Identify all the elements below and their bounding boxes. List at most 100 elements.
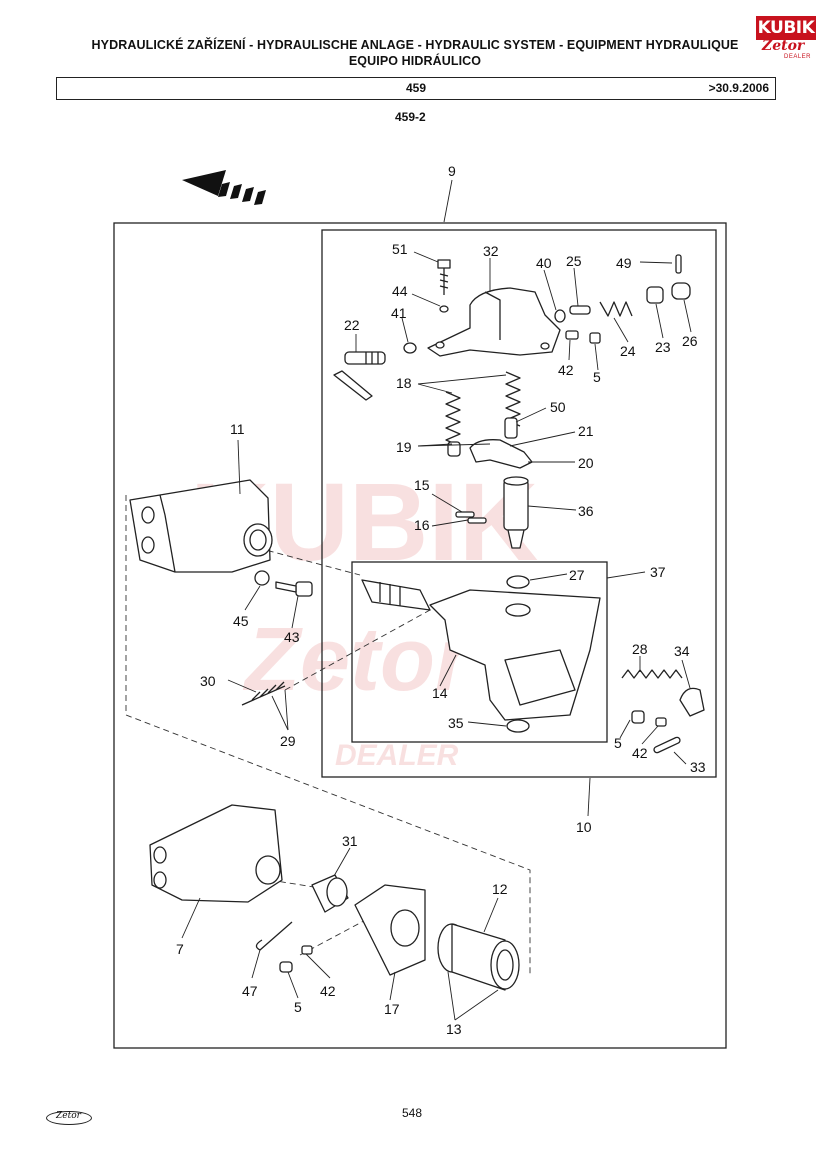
frame-assembly-37 bbox=[351, 561, 608, 743]
callout-35: 35 bbox=[448, 715, 464, 731]
page-title-line2: EQUIPO HIDRÁULICO bbox=[348, 54, 482, 68]
part-47-cotter-pin bbox=[255, 921, 293, 951]
callout-41: 41 bbox=[391, 305, 407, 321]
part-42-nipple bbox=[565, 330, 579, 340]
callout-18: 18 bbox=[396, 375, 412, 391]
callout-36: 36 bbox=[578, 503, 594, 519]
callout-51: 51 bbox=[392, 241, 408, 257]
part-22-lever-shaft bbox=[333, 351, 386, 401]
callout-42c: 42 bbox=[320, 983, 336, 999]
part-26-cap bbox=[671, 282, 691, 300]
part-23-nut bbox=[646, 286, 664, 304]
callout-23: 23 bbox=[655, 339, 671, 355]
callout-21: 21 bbox=[578, 423, 594, 439]
watermark-line3: DEALER bbox=[335, 739, 459, 772]
footer-zetor-logo: Zetor bbox=[46, 1111, 92, 1125]
part-7-bracket bbox=[149, 804, 283, 903]
callout-29: 29 bbox=[280, 733, 296, 749]
part-33-pin bbox=[653, 736, 681, 754]
callout-25: 25 bbox=[566, 253, 582, 269]
callout-47: 47 bbox=[242, 983, 258, 999]
leader-lines bbox=[181, 179, 692, 1021]
subgroup-code: 459-2 bbox=[395, 110, 426, 124]
part-42-nipple-b bbox=[655, 717, 667, 727]
part-5-plug bbox=[589, 332, 601, 344]
part-32-valve-housing bbox=[427, 287, 561, 357]
callout-12: 12 bbox=[492, 881, 508, 897]
callout-33: 33 bbox=[690, 759, 706, 775]
logo-brand: KUBIK bbox=[756, 16, 816, 40]
callout-42b: 42 bbox=[632, 745, 648, 761]
part-45-washer bbox=[254, 570, 270, 586]
callout-14: 14 bbox=[432, 685, 448, 701]
callout-32: 32 bbox=[483, 243, 499, 259]
callout-10: 10 bbox=[576, 819, 592, 835]
part-25-pin bbox=[569, 305, 591, 315]
callout-11: 11 bbox=[230, 421, 245, 437]
group-info-bar: 459 >30.9.2006 bbox=[56, 77, 776, 100]
callout-34: 34 bbox=[674, 643, 690, 659]
part-30-spring-pin bbox=[241, 681, 286, 706]
part-44-washer bbox=[439, 305, 449, 313]
part-18-spring-right bbox=[505, 371, 521, 427]
callout-20: 20 bbox=[578, 455, 594, 471]
logo-sub: Zetor bbox=[762, 38, 805, 54]
watermark-line2: Zetor bbox=[242, 610, 475, 710]
group-code: 459 bbox=[405, 81, 427, 95]
callout-26: 26 bbox=[682, 333, 698, 349]
part-15-pin bbox=[455, 511, 475, 518]
callout-15: 15 bbox=[414, 477, 430, 493]
part-34-rocker bbox=[679, 687, 705, 717]
part-17-flange bbox=[354, 884, 426, 976]
part-41-o-ring bbox=[403, 342, 417, 354]
callout-44: 44 bbox=[392, 283, 408, 299]
callout-50: 50 bbox=[550, 399, 566, 415]
kubik-zetor-dealer-logo: KUBIK Zetor DEALER bbox=[756, 16, 818, 64]
callout-5b: 5 bbox=[614, 735, 622, 751]
callout-16: 16 bbox=[414, 517, 430, 533]
part-35-bushing bbox=[506, 719, 530, 733]
part-14-lift-arm bbox=[361, 579, 601, 721]
page-title: HYDRAULICKÉ ZAŘÍZENÍ - HYDRAULISCHE ANLA… bbox=[91, 38, 739, 52]
callout-31: 31 bbox=[342, 833, 358, 849]
part-16-pin bbox=[467, 517, 487, 524]
callout-43: 43 bbox=[284, 629, 300, 645]
part-50-pin bbox=[504, 417, 518, 439]
part-40-seal bbox=[554, 309, 566, 323]
part-5-plug-b bbox=[631, 710, 645, 724]
part-42-nipple-c bbox=[301, 945, 313, 955]
callout-17: 17 bbox=[384, 1001, 400, 1017]
callout-45: 45 bbox=[233, 613, 249, 629]
callout-13: 13 bbox=[446, 1021, 462, 1037]
part-12-sleeve bbox=[437, 923, 520, 991]
callout-37: 37 bbox=[650, 564, 666, 580]
footer-logo-text: Zetor bbox=[56, 1111, 81, 1121]
part-51-bolt bbox=[437, 259, 451, 295]
callout-30: 30 bbox=[200, 673, 216, 689]
part-43-bolt bbox=[275, 581, 313, 597]
part-31-bushing bbox=[311, 874, 349, 913]
part-49-pin bbox=[675, 254, 682, 274]
logo-tag: DEALER bbox=[784, 54, 812, 60]
validity-date: >30.9.2006 bbox=[708, 81, 769, 95]
callout-27: 27 bbox=[569, 567, 585, 583]
callout-42a: 42 bbox=[558, 362, 574, 378]
callout-24: 24 bbox=[620, 343, 636, 359]
part-11-bracket bbox=[129, 479, 273, 573]
callout-7: 7 bbox=[176, 941, 184, 957]
callout-49: 49 bbox=[616, 255, 632, 271]
frame-assembly-9 bbox=[113, 222, 727, 1049]
frame-assembly-10 bbox=[321, 229, 717, 778]
callout-28: 28 bbox=[632, 641, 648, 657]
direction-arrow-icon bbox=[182, 170, 266, 205]
part-28-spring bbox=[621, 669, 683, 679]
callout-labels: 9 51 32 40 25 49 44 41 22 24 23 26 42 5 … bbox=[176, 163, 706, 1037]
part-18-spring-left bbox=[445, 391, 461, 447]
callout-5c: 5 bbox=[294, 999, 302, 1015]
callout-9: 9 bbox=[448, 163, 456, 179]
callout-22: 22 bbox=[344, 317, 360, 333]
part-5-plug-c bbox=[279, 961, 293, 973]
part-24-spring bbox=[599, 301, 633, 317]
callout-40: 40 bbox=[536, 255, 552, 271]
